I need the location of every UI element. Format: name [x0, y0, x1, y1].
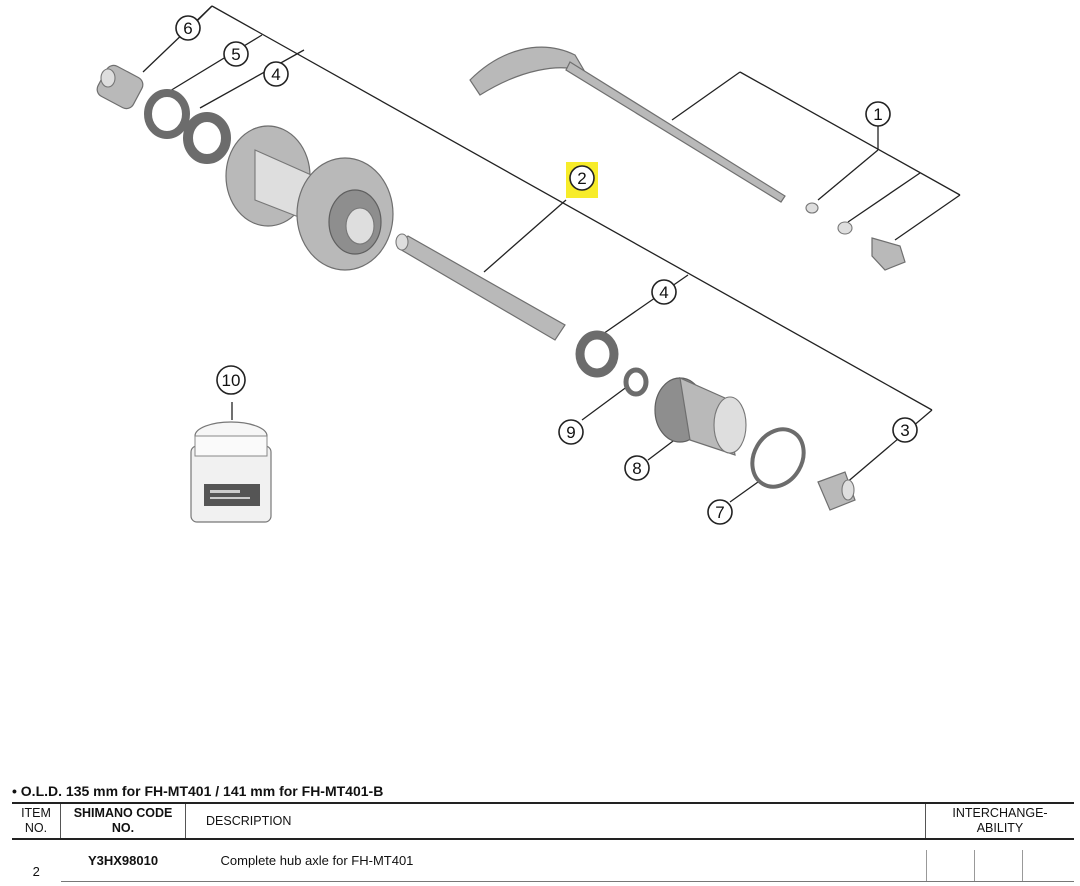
row-description: Complete hub axle for FH-MT401 [185, 839, 926, 882]
quick-release-skewer [469, 46, 906, 271]
callout-9: 9 [558, 419, 584, 445]
svg-text:5: 5 [231, 45, 240, 64]
svg-text:2: 2 [577, 169, 586, 188]
svg-text:4: 4 [659, 283, 668, 302]
end-cap-right [817, 471, 856, 511]
callout-4-left: 4 [263, 61, 289, 87]
callout-6: 6 [175, 15, 201, 41]
svg-text:8: 8 [632, 459, 641, 478]
bearing-right [575, 330, 619, 378]
callout-2: 2 [569, 165, 595, 191]
exploded-hub-diagram: 6 5 4 1 2 4 10 9 3 8 7 [96, 5, 961, 525]
svg-text:1: 1 [873, 105, 882, 124]
svg-text:4: 4 [271, 65, 280, 84]
freehub-body [654, 377, 747, 456]
callout-1: 1 [865, 101, 891, 127]
row-item-no: 2 [32, 864, 40, 879]
callout-8: 8 [624, 455, 650, 481]
header-description: DESCRIPTION [185, 803, 926, 839]
header-item-no: ITEM NO. [12, 803, 61, 839]
svg-text:3: 3 [900, 421, 909, 440]
row-interchangeability [925, 839, 1074, 882]
seal-ring [144, 89, 190, 139]
row-code: Y3HX98010 [60, 839, 186, 882]
spacer [623, 367, 649, 397]
old-note: • O.L.D. 135 mm for FH-MT401 / 141 mm fo… [12, 783, 384, 799]
hub-shell [225, 125, 394, 271]
header-interchangeability: INTERCHANGE- ABILITY [952, 806, 1048, 835]
svg-text:9: 9 [566, 423, 575, 442]
callout-5: 5 [223, 41, 249, 67]
bearing-left [183, 112, 231, 164]
callout-7: 7 [707, 499, 733, 525]
header-shimano-code: SHIMANO CODE NO. [60, 803, 186, 839]
table-header-row: ITEM NO. SHIMANO CODE NO. DESCRIPTION IN… [12, 803, 1074, 839]
end-cap-left [96, 64, 144, 110]
callout-3: 3 [892, 417, 918, 443]
svg-text:6: 6 [183, 19, 192, 38]
freehub-spacer-ring [750, 427, 806, 489]
table-row: 2 Y3HX98010 Complete hub axle for FH-MT4… [12, 839, 1074, 882]
parts-table: ITEM NO. SHIMANO CODE NO. DESCRIPTION IN… [12, 802, 1074, 882]
svg-text:10: 10 [222, 371, 241, 390]
callout-4-right: 4 [651, 279, 677, 305]
grease-jar [190, 421, 272, 523]
callout-10: 10 [216, 365, 246, 395]
svg-text:7: 7 [715, 503, 724, 522]
hub-axle [395, 233, 566, 341]
